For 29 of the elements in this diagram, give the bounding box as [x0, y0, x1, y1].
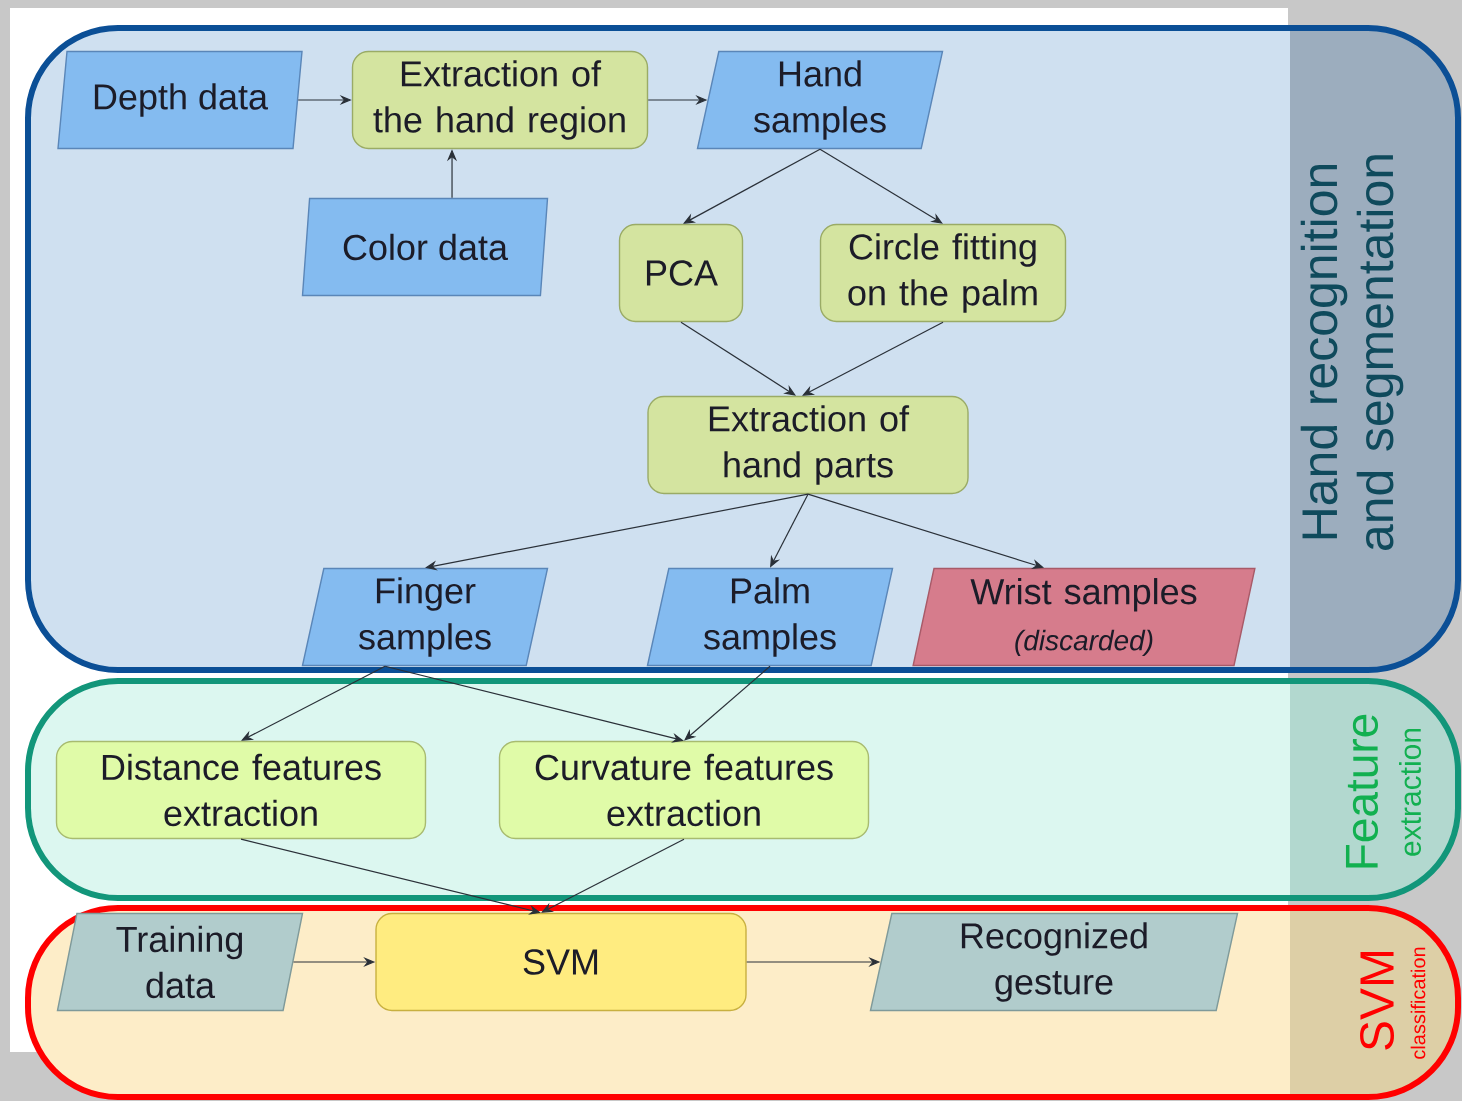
arrow	[425, 493, 809, 571]
arrow	[240, 838, 541, 915]
arrow	[241, 665, 386, 741]
data-parallelogram: Recognized gesture	[869, 912, 1239, 1012]
process-box: Extraction of the hand region	[351, 50, 649, 150]
data-parallelogram: Wrist samples (discarded)	[912, 567, 1256, 667]
arrow	[683, 148, 821, 224]
data-parallelogram: Depth data	[57, 50, 303, 150]
arrow	[384, 665, 684, 743]
band-label: extraction	[1399, 728, 1421, 856]
band-label: classification	[1410, 947, 1426, 1059]
data-parallelogram: Training data	[56, 912, 304, 1012]
process-box: Extraction of hand parts	[647, 395, 969, 495]
arrow	[802, 321, 944, 396]
process-box: PCA	[618, 223, 744, 323]
arrow	[541, 838, 685, 913]
process-box: Circle fitting on the palm	[819, 223, 1067, 323]
data-parallelogram: Hand samples	[696, 50, 944, 150]
band-label: Hand recognition and segmentation	[1300, 155, 1404, 550]
band-label: SVM	[1360, 951, 1394, 1050]
data-parallelogram: Color data	[301, 197, 549, 297]
process-box: Curvature features extraction	[498, 740, 870, 840]
data-parallelogram: Finger samples	[301, 567, 549, 667]
process-box: Distance features extraction	[55, 740, 427, 840]
process-box: SVM	[375, 912, 747, 1012]
arrow	[680, 321, 796, 396]
arrow	[819, 148, 943, 224]
band-label: Feature	[1345, 714, 1379, 868]
data-parallelogram: Palm samples	[646, 567, 894, 667]
